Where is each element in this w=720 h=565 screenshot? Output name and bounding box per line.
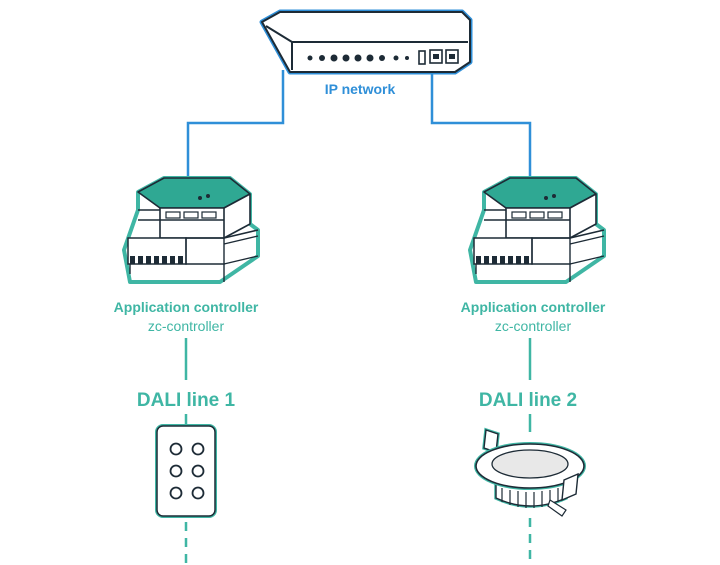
- network-cable-right: [430, 70, 532, 178]
- push-button-panel-icon: [155, 424, 217, 518]
- network-label: IP network: [324, 81, 396, 97]
- network-switch-icon: [259, 9, 473, 75]
- controller-1-subtitle: zc-controller: [147, 318, 225, 334]
- dali-line-1-label: DALI line 1: [136, 390, 236, 411]
- downlight-icon: [474, 427, 586, 517]
- controller-1-title: Application controller: [113, 299, 259, 315]
- din-rail-controller-icon: [122, 176, 260, 284]
- din-rail-controller-icon: [468, 176, 606, 284]
- controller-2-subtitle: zc-controller: [494, 318, 572, 334]
- dali-line-2-label: DALI line 2: [478, 390, 578, 411]
- controller-2-title: Application controller: [460, 299, 606, 315]
- network-cable-left: [186, 70, 285, 178]
